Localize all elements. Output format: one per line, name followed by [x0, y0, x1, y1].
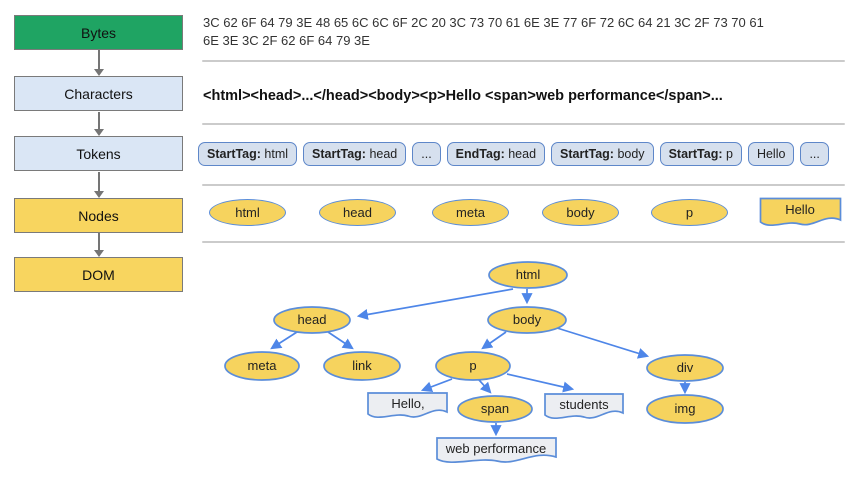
tree-node-label: div [677, 360, 694, 375]
token-chip: EndTag: head [446, 142, 546, 166]
stage-box-characters: Characters [14, 76, 183, 111]
token-type: StartTag: [560, 147, 614, 161]
stage-box-dom: DOM [14, 257, 183, 292]
row-separator [202, 60, 845, 62]
stage-label-bytes: Bytes [80, 24, 116, 41]
row-separator [202, 184, 845, 186]
flow-arrow-icon [94, 50, 104, 76]
stage-label-nodes: Nodes [78, 207, 119, 224]
token-chip: StartTag: p [659, 142, 742, 166]
text-node-outline [759, 197, 842, 226]
stage-label-dom: DOM [82, 266, 115, 283]
stage-box-bytes: Bytes [14, 15, 183, 50]
token-value: ... [421, 147, 432, 161]
flow-arrow-icon [94, 112, 104, 136]
tree-node-html: html [488, 261, 568, 289]
token-chip: StartTag: head [303, 142, 407, 166]
tokens-row: StartTag: html StartTag: head ... EndTag… [198, 142, 853, 166]
edge-head-link [327, 331, 354, 350]
edge-p-span [478, 379, 492, 394]
token-value: ... [809, 147, 820, 161]
tree-node-label: link [352, 358, 372, 373]
text-node-label: Hello [785, 202, 815, 217]
bytes-hex-text: 3C 62 6F 64 79 3E 48 65 6C 6C 6F 2C 20 3… [203, 14, 853, 50]
token-value: p [722, 147, 733, 161]
token-chip: Hello [747, 142, 795, 166]
token-chip: StartTag: html [198, 142, 298, 166]
tree-node-span: span [457, 395, 533, 423]
bytes-hex-line2: 6E 3E 3C 2F 62 6F 64 79 3E [203, 33, 370, 48]
tree-node-div: div [646, 354, 724, 382]
tree-node-label: head [298, 312, 327, 327]
token-value: head [365, 147, 398, 161]
node-ellipse-head: head [319, 199, 396, 226]
edge-p-students [506, 373, 575, 393]
token-value: head [504, 147, 537, 161]
tree-node-label: img [675, 401, 696, 416]
tree-textnode-students: students [544, 393, 624, 419]
token-type: EndTag: [455, 147, 505, 161]
tree-node-label: html [516, 267, 541, 282]
tree-node-label: web performance [445, 441, 546, 456]
tree-node-img: img [646, 394, 724, 424]
tree-node-label: meta [248, 358, 278, 373]
token-chip: ... [412, 142, 441, 166]
text-node-outline [544, 393, 624, 419]
node-ellipse-html: html [209, 199, 286, 226]
token-value: html [260, 147, 289, 161]
tree-node-label: Hello, [391, 396, 424, 411]
tree-node-meta: meta [224, 351, 300, 381]
token-chip: ... [800, 142, 829, 166]
stage-box-nodes: Nodes [14, 198, 183, 233]
token-type: StartTag: [668, 147, 723, 161]
bytes-hex-line1: 3C 62 6F 64 79 3E 48 65 6C 6C 6F 2C 20 3… [203, 15, 764, 30]
edge-html-head [356, 288, 514, 320]
tree-node-p: p [435, 351, 511, 381]
tree-node-label: span [481, 401, 509, 416]
flow-arrow-icon [94, 233, 104, 257]
tree-textnode-hello: Hello, [367, 392, 448, 418]
text-node-outline [436, 437, 557, 464]
tree-textnode-webperf: web performance [436, 437, 557, 464]
node-ellipse-body: body [542, 199, 619, 226]
text-node-outline [367, 392, 448, 418]
text-node-shape-hello: Hello [759, 197, 842, 226]
node-ellipse-p: p [651, 199, 728, 226]
stage-box-tokens: Tokens [14, 136, 183, 171]
tree-node-label: students [559, 397, 609, 412]
edge-body-p [481, 331, 507, 350]
characters-markup-text: <html><head>...</head><body><p>Hello <sp… [203, 88, 723, 104]
token-value: Hello [756, 147, 786, 161]
dom-tree-svg: html head body meta link p div span [224, 261, 724, 464]
tree-node-body: body [487, 306, 567, 334]
node-ellipse-meta: meta [432, 199, 509, 226]
edge-p-hello [420, 378, 453, 393]
tree-node-label: body [513, 312, 542, 327]
token-type: StartTag: [207, 147, 261, 161]
token-type: StartTag: [312, 147, 366, 161]
row-separator [202, 123, 845, 125]
token-chip: StartTag: body [551, 142, 654, 166]
stage-label-tokens: Tokens [76, 145, 121, 162]
stage-label-characters: Characters [64, 85, 133, 102]
tree-node-label: p [469, 358, 476, 373]
tree-node-head: head [273, 306, 351, 334]
row-separator [202, 241, 845, 243]
tree-node-link: link [323, 351, 401, 381]
edge-head-meta [270, 331, 298, 350]
token-value: body [613, 147, 645, 161]
flow-arrow-icon [94, 172, 104, 198]
edge-body-div [556, 327, 650, 359]
